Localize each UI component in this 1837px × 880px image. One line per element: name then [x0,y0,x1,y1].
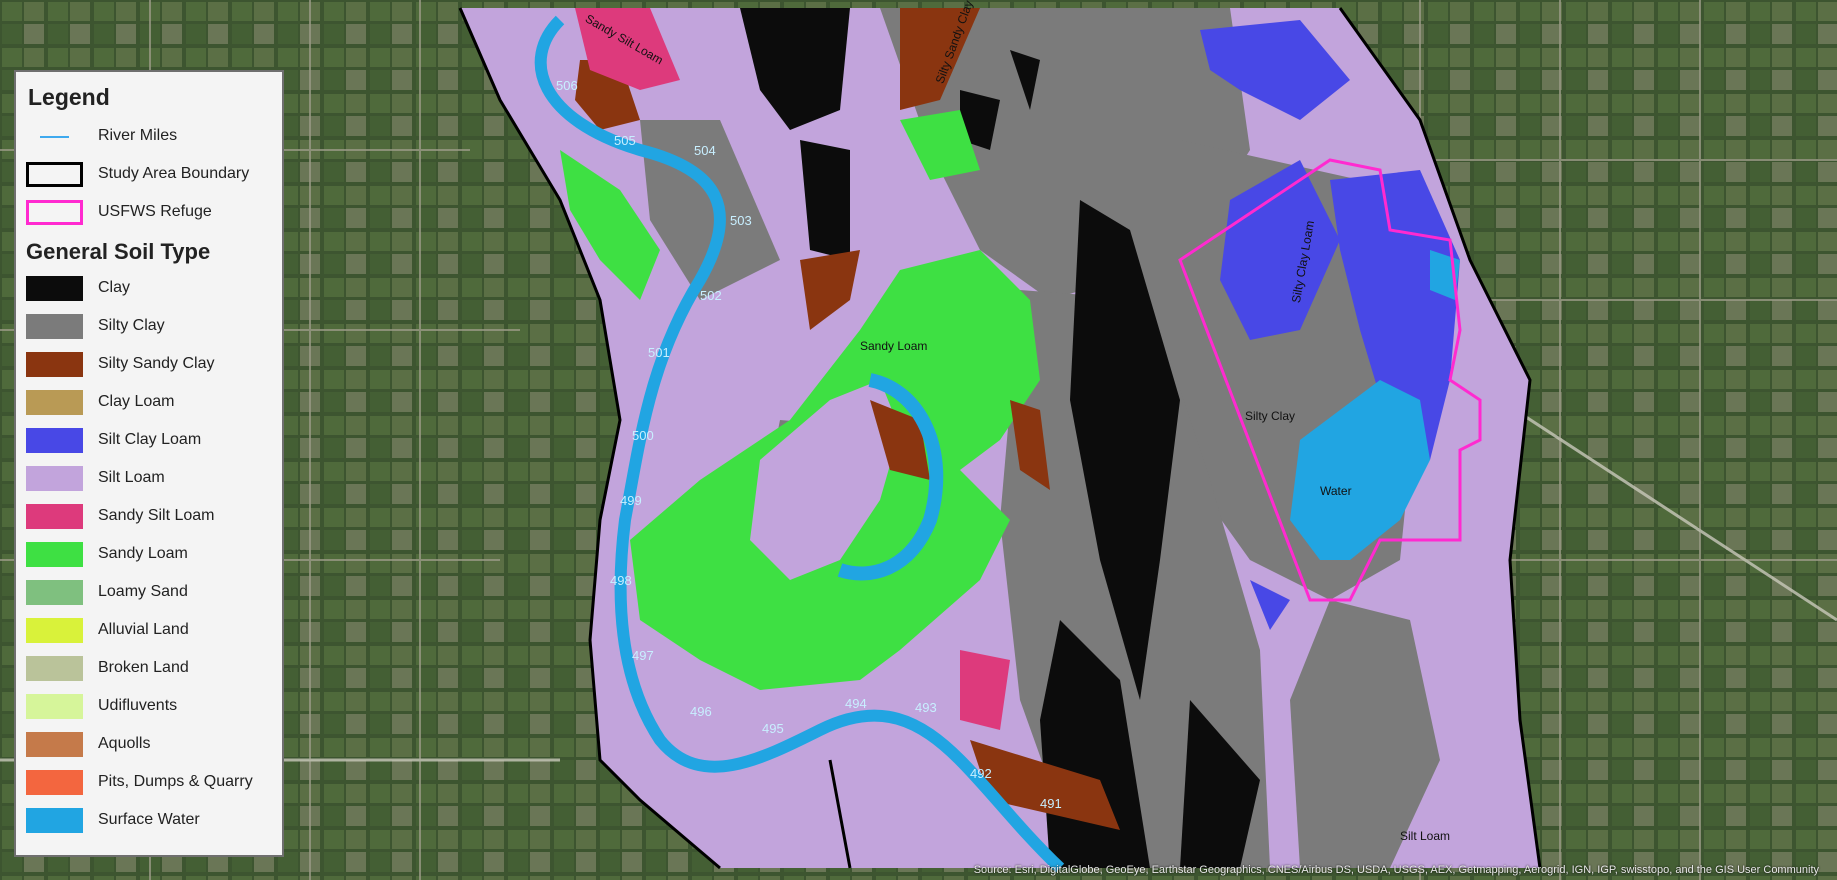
river-mile-497: 497 [632,648,654,663]
legend-item-soil-type: Clay [16,269,282,307]
legend-item-soil-type: Pits, Dumps & Quarry [16,763,282,801]
legend-item-usfws-refuge: USFWS Refuge [16,193,282,231]
sandy-silt-loam-regions [575,8,1010,730]
legend-item-soil-type: Surface Water [16,801,282,839]
legend-label: Loamy Sand [98,583,188,600]
legend-item-soil-type: Udifluvents [16,687,282,725]
legend-item-soil-type: Silty Sandy Clay [16,345,282,383]
legend-label: River Miles [98,127,178,144]
legend-label: Silt Clay Loam [98,431,202,448]
legend-item-soil-type: Loamy Sand [16,573,282,611]
legend-label: Aquolls [98,735,151,752]
legend-label: Clay Loam [98,393,175,410]
legend-item-soil-type: Silt Loam [16,459,282,497]
river-mile-505: 505 [614,133,636,148]
usfws-refuge-icon [26,199,83,225]
study-area-boundary [458,7,1542,870]
soil-color-swatch [26,275,83,301]
legend-title: Legend [28,84,110,110]
soil-color-swatch [26,313,83,339]
river-mile-501: 501 [648,345,670,360]
river-mile-494: 494 [845,696,867,711]
legend-item-soil-type: Sandy Loam [16,535,282,573]
legend-label: Clay [98,279,131,296]
river-mile-504: 504 [694,143,716,158]
river-mile-506: 506 [556,78,578,93]
oxbow-channel [837,373,944,581]
legend-item-soil-type: Alluvial Land [16,611,282,649]
legend-label: Sandy Silt Loam [98,507,215,524]
legend-item-soil-type: Silty Clay [16,307,282,345]
soil-color-swatch [26,693,83,719]
usfws-refuge-boundary [1178,158,1482,602]
missouri-river [534,15,1065,873]
legend-item-soil-type: Aquolls [16,725,282,763]
soil-color-swatch [26,769,83,795]
river-mile-502: 502 [700,288,722,303]
soil-color-swatch [26,427,83,453]
legend-item-soil-type: Clay Loam [16,383,282,421]
legend-item-soil-type: Sandy Silt Loam [16,497,282,535]
soil-color-swatch [26,351,83,377]
river-mile-503: 503 [730,213,752,228]
legend-label: USFWS Refuge [98,203,212,220]
legend-label: Broken Land [98,659,189,676]
soil-color-swatch [26,807,83,833]
river-mile-498: 498 [610,573,632,588]
legend-item-study-area: Study Area Boundary [16,155,282,193]
map-legend: Legend River Miles Study Area Boundary U… [14,70,284,857]
legend-item-soil-type: Broken Land [16,649,282,687]
soil-color-swatch [26,465,83,491]
river-mile-493: 493 [915,700,937,715]
river-mile-492: 492 [970,766,992,781]
soil-color-swatch [26,541,83,567]
legend-label: Sandy Loam [98,545,188,562]
legend-label: Silt Loam [98,469,165,486]
imagery-credit: Source: Esri, DigitalGlobe, GeoEye, Eart… [973,864,1819,876]
label-silty-clay: Silty Clay [1245,409,1295,423]
legend-label: Silty Sandy Clay [98,355,215,372]
legend-label: Udifluvents [98,697,178,714]
refuge-water [1290,380,1430,560]
river-mile-496: 496 [690,704,712,719]
soil-color-swatch [26,389,83,415]
legend-item-river-miles: River Miles [16,117,282,155]
soil-color-swatch [26,579,83,605]
label-sandy-loam: Sandy Loam [860,339,927,353]
soil-type-heading: General Soil Type [26,239,211,264]
soil-color-swatch [26,617,83,643]
inner-silt-loam [750,380,900,580]
sandy-loam-strip [560,150,660,300]
study-area-boundary-icon [26,161,83,187]
legend-label: Silty Clay [98,317,165,334]
river-mile-495: 495 [762,721,784,736]
silt-clay-loam-regions [1200,20,1460,630]
label-silt-loam: Silt Loam [1400,829,1450,843]
river-mile-499: 499 [620,493,642,508]
legend-label: Alluvial Land [98,621,189,638]
river-miles-line-icon [26,124,83,149]
legend-label: Study Area Boundary [98,165,250,182]
soil-color-swatch [26,655,83,681]
legend-label: Pits, Dumps & Quarry [98,773,253,790]
legend-item-soil-type: Silt Clay Loam [16,421,282,459]
legend-label: Surface Water [98,811,200,828]
river-mile-500: 500 [632,428,654,443]
label-water: Water [1320,484,1352,498]
sandy-loam-north [900,110,980,180]
river-mile-labels: 506 505 504 503 502 501 500 499 498 497 … [556,78,1062,811]
soil-color-swatch [26,503,83,529]
soil-color-swatch [26,731,83,757]
river-mile-491: 491 [1040,796,1062,811]
